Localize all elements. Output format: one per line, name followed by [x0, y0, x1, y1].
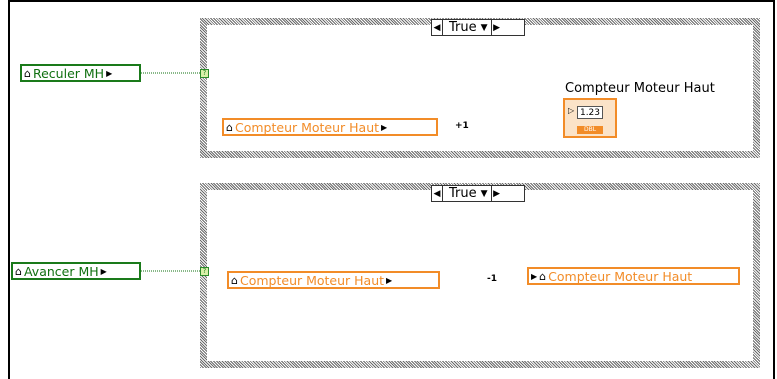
local-variable-write-2[interactable]: ▶ ⌂ Compteur Moteur Haut [527, 267, 740, 285]
local-variable-read-2[interactable]: ⌂ Compteur Moteur Haut ▶ [227, 271, 440, 289]
avancer-mh-control[interactable]: ⌂ Avancer MH ▶ [11, 262, 141, 280]
case-selector-2[interactable]: ◀ True ▼ ▶ [431, 185, 525, 202]
house-icon: ⌂ [539, 269, 547, 283]
dropdown-icon[interactable]: ▼ [480, 22, 488, 33]
house-icon: ⌂ [231, 273, 238, 287]
increment-case-icon[interactable]: ▶ [490, 186, 502, 201]
case-selector-label: True [449, 186, 477, 201]
decrement-case-icon[interactable]: ◀ [432, 186, 443, 201]
local-variable-read-1[interactable]: ⌂ Compteur Moteur Haut ▶ [222, 118, 438, 136]
case-selector-label: True [449, 20, 477, 35]
input-terminal-icon: ▷ [568, 106, 575, 115]
control-label: Avancer MH [23, 263, 99, 279]
compteur-moteur-haut-indicator[interactable]: ▷ 1.23 DBL [563, 98, 617, 138]
dropdown-icon[interactable]: ▼ [480, 188, 488, 199]
house-icon: ⌂ [226, 120, 233, 134]
indicator-value: 1.23 [577, 106, 603, 119]
case-selector-terminal-1[interactable]: ? [200, 69, 209, 78]
input-terminal-icon: ▶ [531, 271, 538, 281]
local-variable-label: Compteur Moteur Haut [239, 272, 385, 288]
indicator-type: DBL [577, 126, 603, 134]
increment-case-icon[interactable]: ▶ [490, 20, 502, 35]
house-icon: ⌂ [15, 264, 22, 278]
house-icon: ⌂ [24, 66, 31, 80]
output-terminal-icon: ▶ [100, 266, 107, 276]
increment-label: +1 [455, 121, 469, 131]
output-terminal-icon: ▶ [386, 275, 393, 285]
control-label: Reculer MH [32, 65, 105, 81]
local-variable-label: Compteur Moteur Haut [548, 268, 693, 284]
local-variable-label: Compteur Moteur Haut [234, 119, 380, 135]
case-selector-1[interactable]: ◀ True ▼ ▶ [431, 19, 525, 36]
decrement-case-icon[interactable]: ◀ [432, 20, 443, 35]
diagram-frame [8, 0, 775, 379]
reculer-mh-control[interactable]: ⌂ Reculer MH ▶ [20, 64, 141, 82]
output-terminal-icon: ▶ [106, 68, 113, 78]
case-selector-terminal-2[interactable]: ? [200, 267, 209, 276]
indicator-label: Compteur Moteur Haut [565, 81, 715, 96]
output-terminal-icon: ▶ [381, 122, 388, 132]
decrement-label: -1 [487, 274, 497, 284]
